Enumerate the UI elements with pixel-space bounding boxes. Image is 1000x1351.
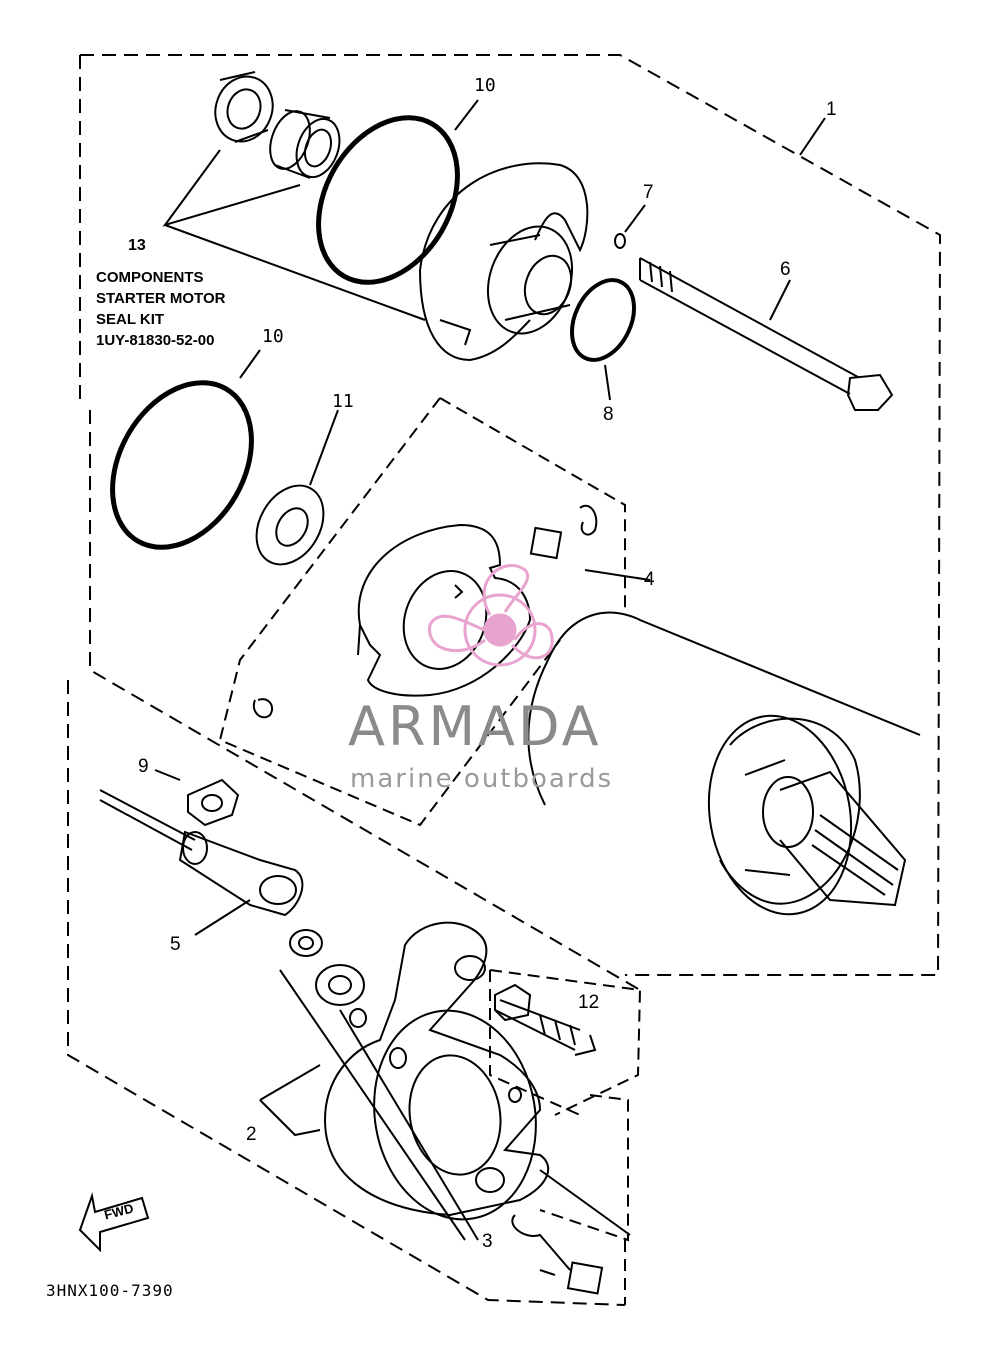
brush-spring [579, 504, 598, 536]
callout-5: 5 [170, 934, 181, 955]
nut [154, 769, 240, 827]
seal-kit-label: COMPONENTS STARTER MOTOR SEAL KIT 1UY-81… [96, 267, 225, 351]
o-ring-lower [110, 380, 254, 550]
diagram-code: 3HNX100-7390 [46, 1281, 174, 1300]
assembly-outline-dashed [80, 54, 942, 976]
washer [255, 484, 325, 566]
callout-3: 3 [482, 1231, 493, 1252]
o-ring-rear [349, 1008, 367, 1028]
brush [529, 526, 563, 560]
starter-cable [99, 789, 304, 936]
callout-4: 4 [644, 569, 655, 590]
seal-kit-line-2: STARTER MOTOR [96, 290, 226, 307]
front-cover [419, 162, 589, 362]
brush-group-outline [439, 397, 626, 610]
shaft-splines [762, 770, 907, 907]
small-o-ring [614, 233, 626, 249]
callout-6: 6 [780, 259, 791, 280]
callout-2: 2 [246, 1124, 257, 1145]
seal-rear [315, 964, 365, 1006]
watermark-tagline: marine outboards [350, 764, 614, 794]
yoke [527, 611, 921, 916]
seal-kit-line-3: SEAL KIT [96, 311, 165, 328]
seal-kit-line-1: COMPONENTS [96, 269, 204, 286]
brush-lead [511, 1214, 604, 1295]
rear-cover [323, 921, 550, 1221]
brush-spring-2 [252, 698, 274, 719]
oil-seal [214, 71, 274, 143]
callout-10-upper: 10 [474, 75, 496, 96]
callout-1: 1 [826, 99, 837, 120]
armada-logo-icon [428, 564, 554, 667]
watermark-brand: ARMADA [348, 695, 602, 758]
through-bolt [639, 257, 894, 411]
callout-7: 7 [643, 182, 654, 203]
washer-small [289, 929, 323, 957]
callout-9: 9 [138, 756, 149, 777]
needle-bearing [269, 109, 341, 179]
callout-11: 11 [332, 391, 354, 412]
bolt-12 [494, 983, 597, 1056]
callout-12: 12 [578, 992, 600, 1013]
seal-kit-part-number: 1UY-81830-52-00 [96, 332, 215, 349]
o-ring-8 [570, 278, 636, 362]
callout-10-lower: 10 [262, 326, 284, 347]
fwd-arrow [78, 1192, 150, 1253]
brush-plate [357, 523, 532, 697]
callout-13: 13 [128, 237, 146, 254]
callout-8: 8 [603, 404, 614, 425]
o-ring-upper [316, 115, 460, 285]
